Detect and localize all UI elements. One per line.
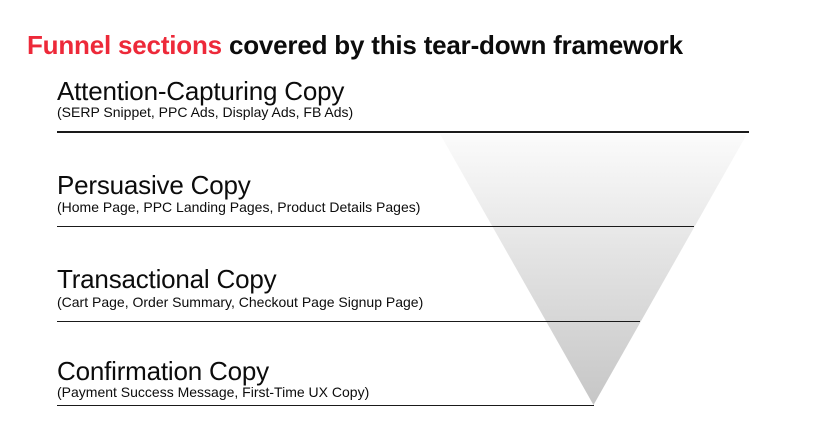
section-subtitle-attention: (SERP Snippet, PPC Ads, Display Ads, FB … <box>57 104 354 120</box>
section-divider-line <box>57 226 694 227</box>
section-subtitle-persuasive: (Home Page, PPC Landing Pages, Product D… <box>57 199 421 215</box>
section-subtitle-confirmation: (Payment Success Message, First-Time UX … <box>57 384 370 400</box>
page-title-rest: covered by this tear-down framework <box>221 30 683 61</box>
funnel-triangle-graphic <box>440 134 747 405</box>
section-divider-line <box>57 321 640 322</box>
page-title-highlight: Funnel sections <box>27 30 222 61</box>
section-heading-transactional: Transactional Copy <box>57 264 277 294</box>
section-divider-line <box>57 131 749 133</box>
section-subtitle-transactional: (Cart Page, Order Summary, Checkout Page… <box>57 294 424 310</box>
page-title: Funnel sections covered by this tear-dow… <box>27 30 683 60</box>
section-heading-confirmation: Confirmation Copy <box>57 356 269 386</box>
section-heading-attention: Attention-Capturing Copy <box>57 76 345 106</box>
section-divider-line <box>57 405 594 406</box>
section-heading-persuasive: Persuasive Copy <box>57 170 251 200</box>
